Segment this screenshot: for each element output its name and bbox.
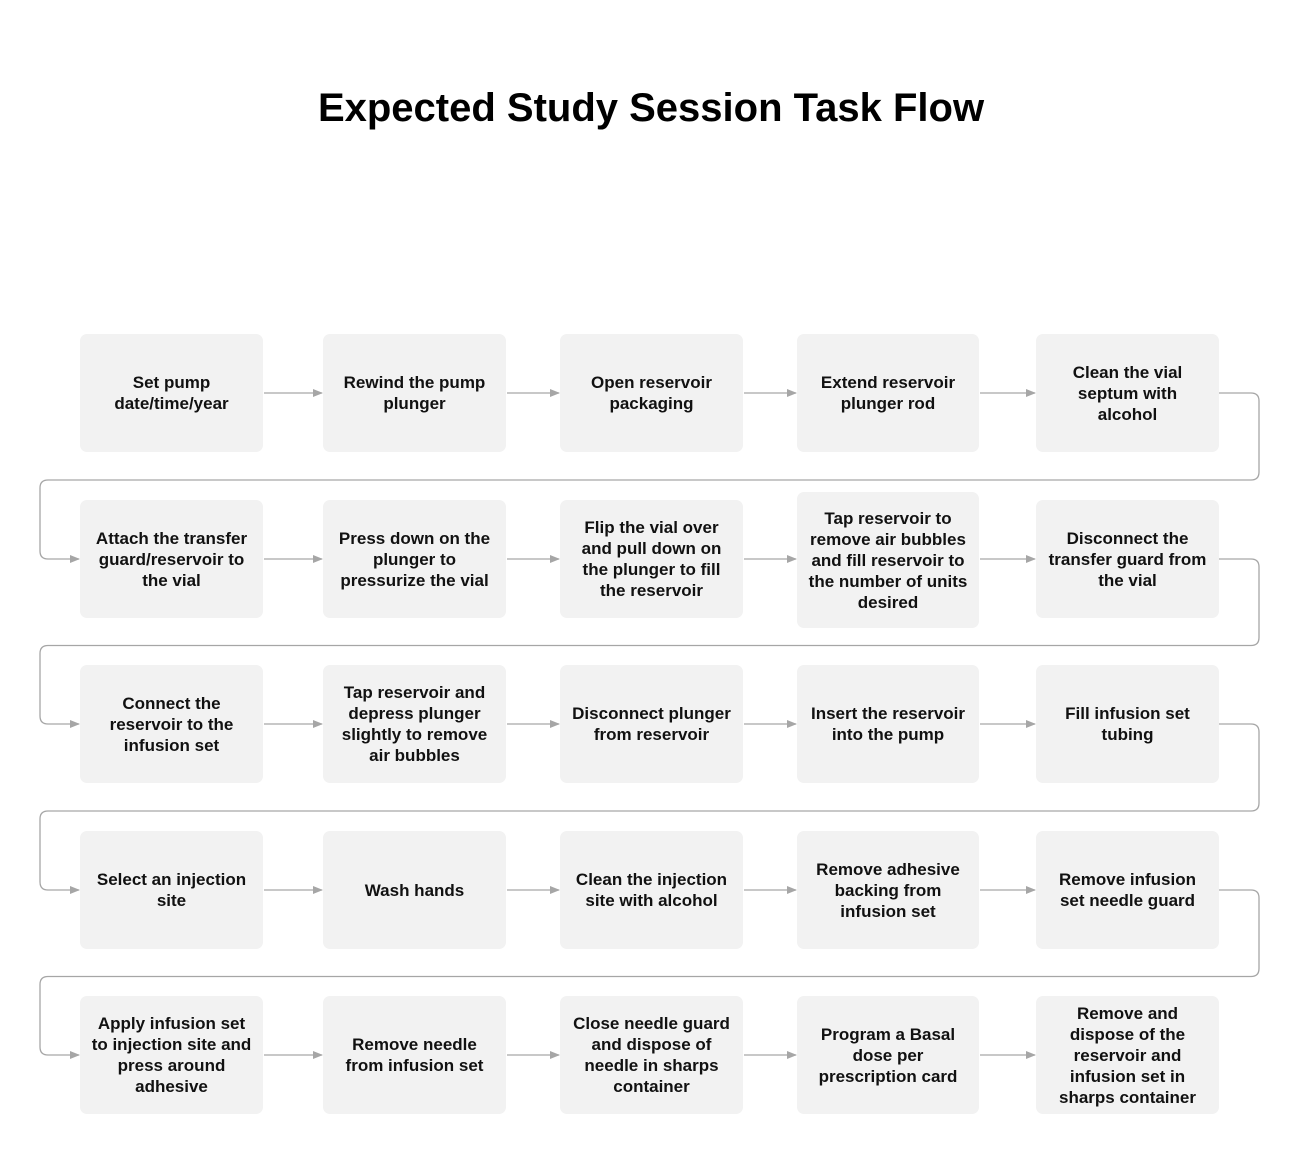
row-wrap-connector xyxy=(39,889,1260,1059)
step-box: Clean the vial septum with alcohol xyxy=(1036,334,1219,452)
step-label: Remove infusion set needle guard xyxy=(1059,870,1196,910)
step-box: Tap reservoir to remove air bubbles and … xyxy=(797,492,979,628)
row-wrap-connector xyxy=(39,392,1260,563)
step-box: Disconnect plunger from reservoir xyxy=(560,665,743,783)
row-wrap-connector xyxy=(39,723,1260,894)
step-label: Remove and dispose of the reservoir and … xyxy=(1059,1003,1196,1107)
step-box: Flip the vial over and pull down on the … xyxy=(560,500,743,618)
step-box: Wash hands xyxy=(323,831,506,949)
step-box: Remove and dispose of the reservoir and … xyxy=(1036,996,1219,1114)
step-box: Connect the reservoir to the infusion se… xyxy=(80,665,263,783)
step-label: Apply infusion set to injection site and… xyxy=(91,1014,252,1096)
step-label: Flip the vial over and pull down on the … xyxy=(581,518,722,600)
step-box: Select an injection site xyxy=(80,831,263,949)
step-label: Program a Basal dose per prescription ca… xyxy=(818,1024,958,1086)
step-box: Rewind the pump plunger xyxy=(323,334,506,452)
step-label: Tap reservoir and depress plunger slight… xyxy=(341,683,488,765)
step-box: Remove adhesive backing from infusion se… xyxy=(797,831,979,949)
step-box: Remove needle from infusion set xyxy=(323,996,506,1114)
step-label: Press down on the plunger to pressurize … xyxy=(338,528,491,590)
step-box: Press down on the plunger to pressurize … xyxy=(323,500,506,618)
step-label: Remove needle from infusion set xyxy=(345,1035,484,1075)
step-label: Rewind the pump plunger xyxy=(343,373,486,413)
step-label: Attach the transfer guard/reservoir to t… xyxy=(95,528,248,590)
step-label: Select an injection site xyxy=(96,870,247,910)
step-box: Remove infusion set needle guard xyxy=(1036,831,1219,949)
step-label: Tap reservoir to remove air bubbles and … xyxy=(808,508,968,612)
step-box: Fill infusion set tubing xyxy=(1036,665,1219,783)
step-label: Clean the vial septum with alcohol xyxy=(1072,362,1183,424)
step-label: Wash hands xyxy=(364,880,465,900)
step-label: Fill infusion set tubing xyxy=(1065,704,1190,744)
step-label: Connect the reservoir to the infusion se… xyxy=(109,693,234,755)
step-box: Attach the transfer guard/reservoir to t… xyxy=(80,500,263,618)
step-label: Disconnect the transfer guard from the v… xyxy=(1048,528,1207,590)
diagram-title: Expected Study Session Task Flow xyxy=(317,86,985,130)
step-box: Close needle guard and dispose of needle… xyxy=(560,996,743,1114)
step-box: Tap reservoir and depress plunger slight… xyxy=(323,665,506,783)
step-label: Close needle guard and dispose of needle… xyxy=(573,1014,730,1096)
step-box: Clean the injection site with alcohol xyxy=(560,831,743,949)
step-label: Extend reservoir plunger rod xyxy=(820,373,956,413)
step-label: Set pump date/time/year xyxy=(114,373,229,413)
step-label: Disconnect plunger from reservoir xyxy=(572,704,731,744)
step-box: Open reservoir packaging xyxy=(560,334,743,452)
step-label: Clean the injection site with alcohol xyxy=(575,870,728,910)
step-box: Set pump date/time/year xyxy=(80,334,263,452)
step-box: Apply infusion set to injection site and… xyxy=(80,996,263,1114)
step-box: Extend reservoir plunger rod xyxy=(797,334,979,452)
step-label: Open reservoir packaging xyxy=(591,373,712,413)
step-box: Insert the reservoir into the pump xyxy=(797,665,979,783)
step-box: Program a Basal dose per prescription ca… xyxy=(797,996,979,1114)
step-label: Insert the reservoir into the pump xyxy=(810,704,965,744)
step-box: Disconnect the transfer guard from the v… xyxy=(1036,500,1219,618)
row-wrap-connector xyxy=(39,558,1260,728)
step-label: Remove adhesive backing from infusion se… xyxy=(816,859,960,921)
